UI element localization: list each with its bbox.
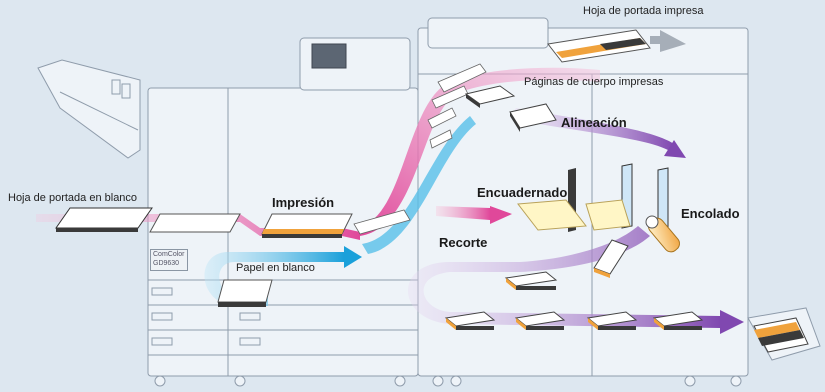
label-alignment: Alineación [561,115,627,130]
label-cover-printed: Hoja de portada impresa [583,5,704,17]
label-gluing: Encolado [681,206,740,221]
printer-body [147,37,419,387]
glue-roller [645,215,680,253]
label-blank-paper: Papel en blanco [236,262,315,274]
cover-arrow [650,30,686,52]
printed-cover-sheet [547,29,651,63]
blank-paper-stack [217,279,273,307]
blank-cover-sheet [55,207,153,232]
brand-line-2: GD9630 [153,260,180,267]
printer-brand-badge: ComColor GD9630 [150,249,188,271]
brand-line-1: ComColor [153,251,185,258]
finisher-tray [37,59,141,159]
output-booklets [444,271,704,330]
feed-curve-sheets [353,63,487,235]
printed-body-pages [464,85,557,132]
binder-body [417,17,749,387]
label-binding: Encuadernado [477,185,568,200]
printed-sheet-stack [261,213,353,238]
trimmed-booklet [593,239,629,278]
label-printing: Impresión [272,195,335,210]
label-cover-blank: Hoja de portada en blanco [8,192,138,204]
binding-unit [517,163,669,233]
label-body-printed: Páginas de cuerpo impresas [524,76,664,88]
label-trimming: Recorte [439,235,488,250]
booklet-output-tray [747,307,821,361]
sheet-entering-printer [149,213,241,233]
